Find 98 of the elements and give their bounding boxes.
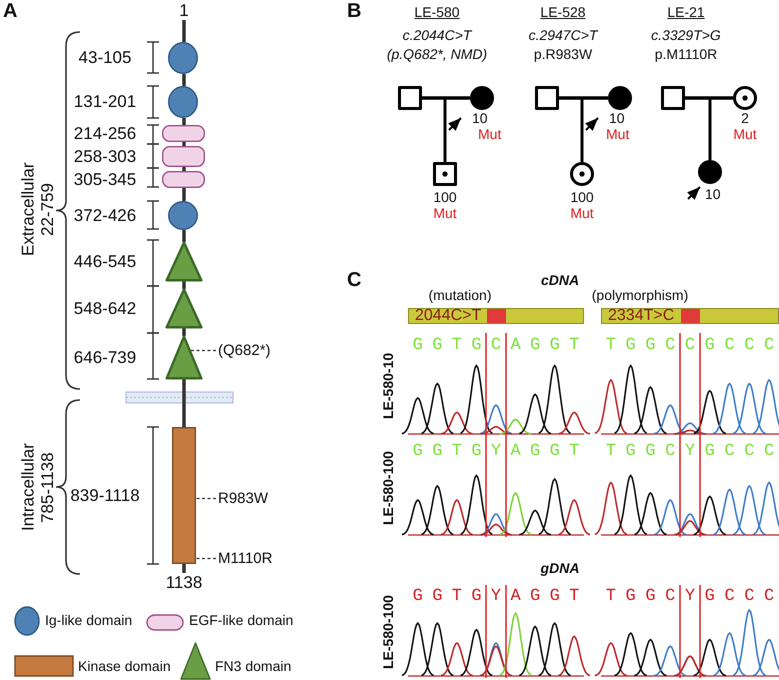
legend-label: EGF-like domain	[189, 612, 294, 628]
variant-name: c.2947C>T	[528, 27, 600, 44]
mutation-label: R983W	[218, 490, 274, 507]
fn3-domain-triangle	[166, 336, 202, 379]
individual-number: 100	[432, 189, 458, 206]
range-label: 214-256	[72, 124, 138, 144]
backbone-line	[182, 167, 186, 171]
mating-line	[422, 96, 470, 100]
residue-number: 1138	[162, 573, 206, 592]
section-title: gDNA	[540, 560, 580, 576]
carrier-female-circle	[733, 86, 757, 110]
leader-line	[196, 498, 216, 500]
male-square	[535, 86, 559, 110]
ig-domain-oval	[168, 86, 198, 118]
egf-domain-pill	[162, 125, 205, 142]
backbone-line	[182, 281, 186, 289]
genotype-label: Mut	[606, 126, 630, 142]
range-label: 839-1118	[69, 486, 141, 506]
backbone-line	[182, 20, 186, 42]
variant-bar: 2044C>T	[408, 308, 584, 324]
annotation: (mutation)	[427, 287, 493, 304]
legend-label: Ig-like domain	[45, 612, 132, 628]
male-square	[661, 86, 685, 110]
base-sequence: T G G C Y G C C C	[606, 442, 774, 462]
base-sequence: G G T G Y A G G T	[412, 442, 580, 462]
range-label: 646-739	[72, 348, 138, 368]
variant-name: c.2044C>T	[402, 27, 474, 44]
base-sequence: G G T G Y A G G T	[412, 587, 580, 607]
variant-bar: 2334T>C	[601, 308, 779, 324]
individual-number: 10	[609, 110, 626, 126]
panel-letter: B	[347, 0, 362, 23]
individual-number: 100	[569, 189, 595, 206]
legend-label: FN3 domain	[215, 658, 292, 674]
carrier-male-square	[433, 162, 457, 186]
backbone-line	[182, 142, 186, 146]
backbone-line	[182, 188, 186, 201]
base-sequence: T G G C C G C C C	[606, 336, 774, 356]
base-sequence: G G T G C A G G T	[412, 336, 580, 356]
range-label: 305-345	[72, 170, 138, 190]
variant-name: (p.Q682*, NMD)	[386, 46, 488, 62]
legend-label: Kinase domain	[78, 658, 171, 674]
male-square	[398, 86, 422, 110]
sample-label: LE-580-100	[378, 594, 397, 672]
individual-number: 10	[472, 110, 489, 126]
egf-domain-pill	[162, 171, 205, 188]
region-label: Extracellular 22-759	[17, 162, 58, 258]
backbone-line	[182, 379, 186, 427]
variant-name: p.R983W	[532, 46, 594, 62]
fn3-domain-triangle	[166, 242, 202, 281]
range-label: 446-545	[72, 252, 138, 272]
proband-arrow	[448, 117, 462, 132]
genotype-label: Mut	[478, 126, 502, 142]
range-label: 43-105	[78, 48, 132, 68]
residue-number: 1	[176, 2, 192, 20]
range-label: 131-201	[72, 92, 138, 112]
region-label: Intracellular 785-1138	[17, 442, 58, 534]
backbone-line	[182, 328, 186, 336]
carrier-female-circle	[570, 162, 594, 186]
family-id: LE-528	[539, 4, 587, 20]
section-title: cDNA	[540, 272, 580, 288]
range-label: 372-426	[72, 206, 138, 226]
mating-line	[559, 96, 608, 100]
ig-domain-oval	[168, 201, 198, 230]
annotation: (polymorphism)	[590, 287, 690, 304]
backbone-line	[182, 230, 186, 242]
proband-arrow	[686, 186, 701, 200]
sample-label: LE-580-100	[378, 450, 397, 527]
individual-number: 10	[705, 186, 722, 202]
individual-number: 2	[740, 110, 750, 126]
affected-female-circle	[698, 160, 722, 184]
affected-female-circle	[470, 86, 494, 110]
family-id: LE-21	[666, 4, 706, 20]
panel-letter: A	[3, 0, 18, 23]
backbone-line	[182, 118, 186, 125]
sample-label: LE-580-10	[378, 352, 397, 422]
backbone-line	[182, 564, 186, 573]
variant-name: p.M1110R	[654, 46, 718, 62]
fn3-domain-triangle	[166, 289, 202, 328]
range-label: 258-303	[72, 146, 138, 166]
genotype-label: Mut	[432, 205, 458, 222]
genotype-label: Mut	[569, 205, 595, 222]
leader-line	[190, 350, 216, 352]
backbone-line	[182, 74, 186, 86]
panel-letter: C	[347, 269, 362, 292]
leader-line	[196, 558, 216, 560]
mutation-label: (Q682*)	[218, 342, 278, 359]
mutation-label: M1110R	[218, 550, 278, 567]
ig-domain-oval	[168, 42, 198, 74]
range-label: 548-642	[72, 298, 138, 318]
proband-arrow	[584, 117, 599, 132]
family-id: LE-580	[413, 4, 461, 20]
variant-name: c.3329T>G	[650, 27, 722, 44]
mating-line	[685, 96, 733, 100]
base-sequence: T G G C Y G C C C	[606, 587, 774, 607]
genotype-label: Mut	[732, 126, 758, 142]
egf-domain-pill	[162, 146, 205, 167]
kinase-domain-bar	[172, 427, 196, 564]
affected-female-circle	[608, 86, 632, 110]
